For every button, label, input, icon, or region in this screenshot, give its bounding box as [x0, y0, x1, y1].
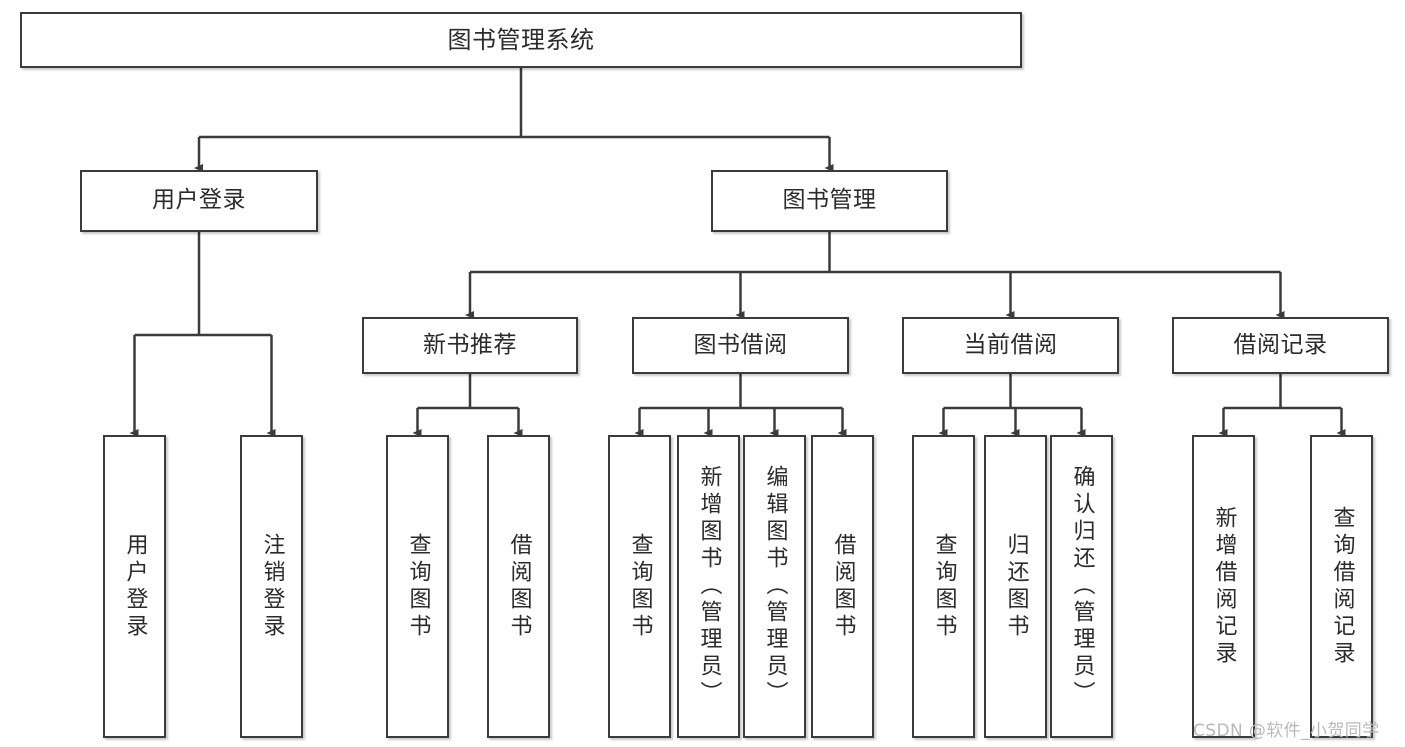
node-label: 图书管理 [782, 187, 877, 214]
node-login[interactable]: 用户登录 [80, 170, 318, 232]
node-leaf-cur-1[interactable]: 查询图书 [912, 435, 975, 738]
node-label: 用户登录 [122, 532, 148, 641]
node-label: 用户登录 [152, 187, 246, 214]
node-label: 借阅记录 [1233, 331, 1328, 358]
node-label: 编辑图书（管理员） [762, 465, 788, 708]
node-leaf-login-1[interactable]: 用户登录 [103, 435, 166, 738]
node-label: 借阅图书 [830, 532, 856, 641]
node-label: 新书推荐 [423, 331, 517, 358]
node-label: 归还图书 [1003, 532, 1029, 641]
connector-lines [129, 68, 1346, 437]
node-bookmgmt[interactable]: 图书管理 [711, 170, 948, 232]
node-label: 查询图书 [627, 532, 653, 641]
node-label: 当前借阅 [963, 331, 1058, 358]
node-label: 查询图书 [931, 532, 957, 641]
node-newbook[interactable]: 新书推荐 [362, 317, 578, 374]
node-leaf-bor-2[interactable]: 新增图书（管理员） [677, 435, 740, 738]
node-label: 图书借阅 [693, 331, 788, 358]
node-current[interactable]: 当前借阅 [902, 317, 1119, 374]
node-leaf-login-2[interactable]: 注销登录 [240, 435, 303, 738]
node-root[interactable]: 图书管理系统 [20, 12, 1022, 68]
node-leaf-new-2[interactable]: 借阅图书 [487, 435, 550, 738]
node-leaf-rec-1[interactable]: 新增借阅记录 [1192, 435, 1255, 738]
node-leaf-bor-4[interactable]: 借阅图书 [811, 435, 874, 738]
node-label: 确认归还（管理员） [1069, 465, 1095, 708]
node-label: 图书管理系统 [447, 25, 595, 54]
node-records[interactable]: 借阅记录 [1172, 317, 1389, 374]
node-leaf-new-1[interactable]: 查询图书 [386, 435, 449, 738]
node-leaf-bor-1[interactable]: 查询图书 [608, 435, 671, 738]
node-leaf-cur-2[interactable]: 归还图书 [984, 435, 1047, 738]
node-leaf-bor-3[interactable]: 编辑图书（管理员） [743, 435, 806, 738]
watermark: CSDN @软件_小贺同学 [1193, 721, 1380, 741]
node-label: 查询图书 [405, 532, 431, 641]
node-label: 借阅图书 [506, 532, 532, 641]
node-leaf-cur-3[interactable]: 确认归还（管理员） [1050, 435, 1113, 738]
node-label: 注销登录 [259, 532, 285, 641]
node-label: 查询借阅记录 [1329, 505, 1355, 668]
node-label: 新增图书（管理员） [696, 465, 722, 708]
node-leaf-rec-2[interactable]: 查询借阅记录 [1310, 435, 1373, 738]
node-label: 新增借阅记录 [1211, 505, 1237, 668]
node-borrow[interactable]: 图书借阅 [632, 317, 849, 374]
